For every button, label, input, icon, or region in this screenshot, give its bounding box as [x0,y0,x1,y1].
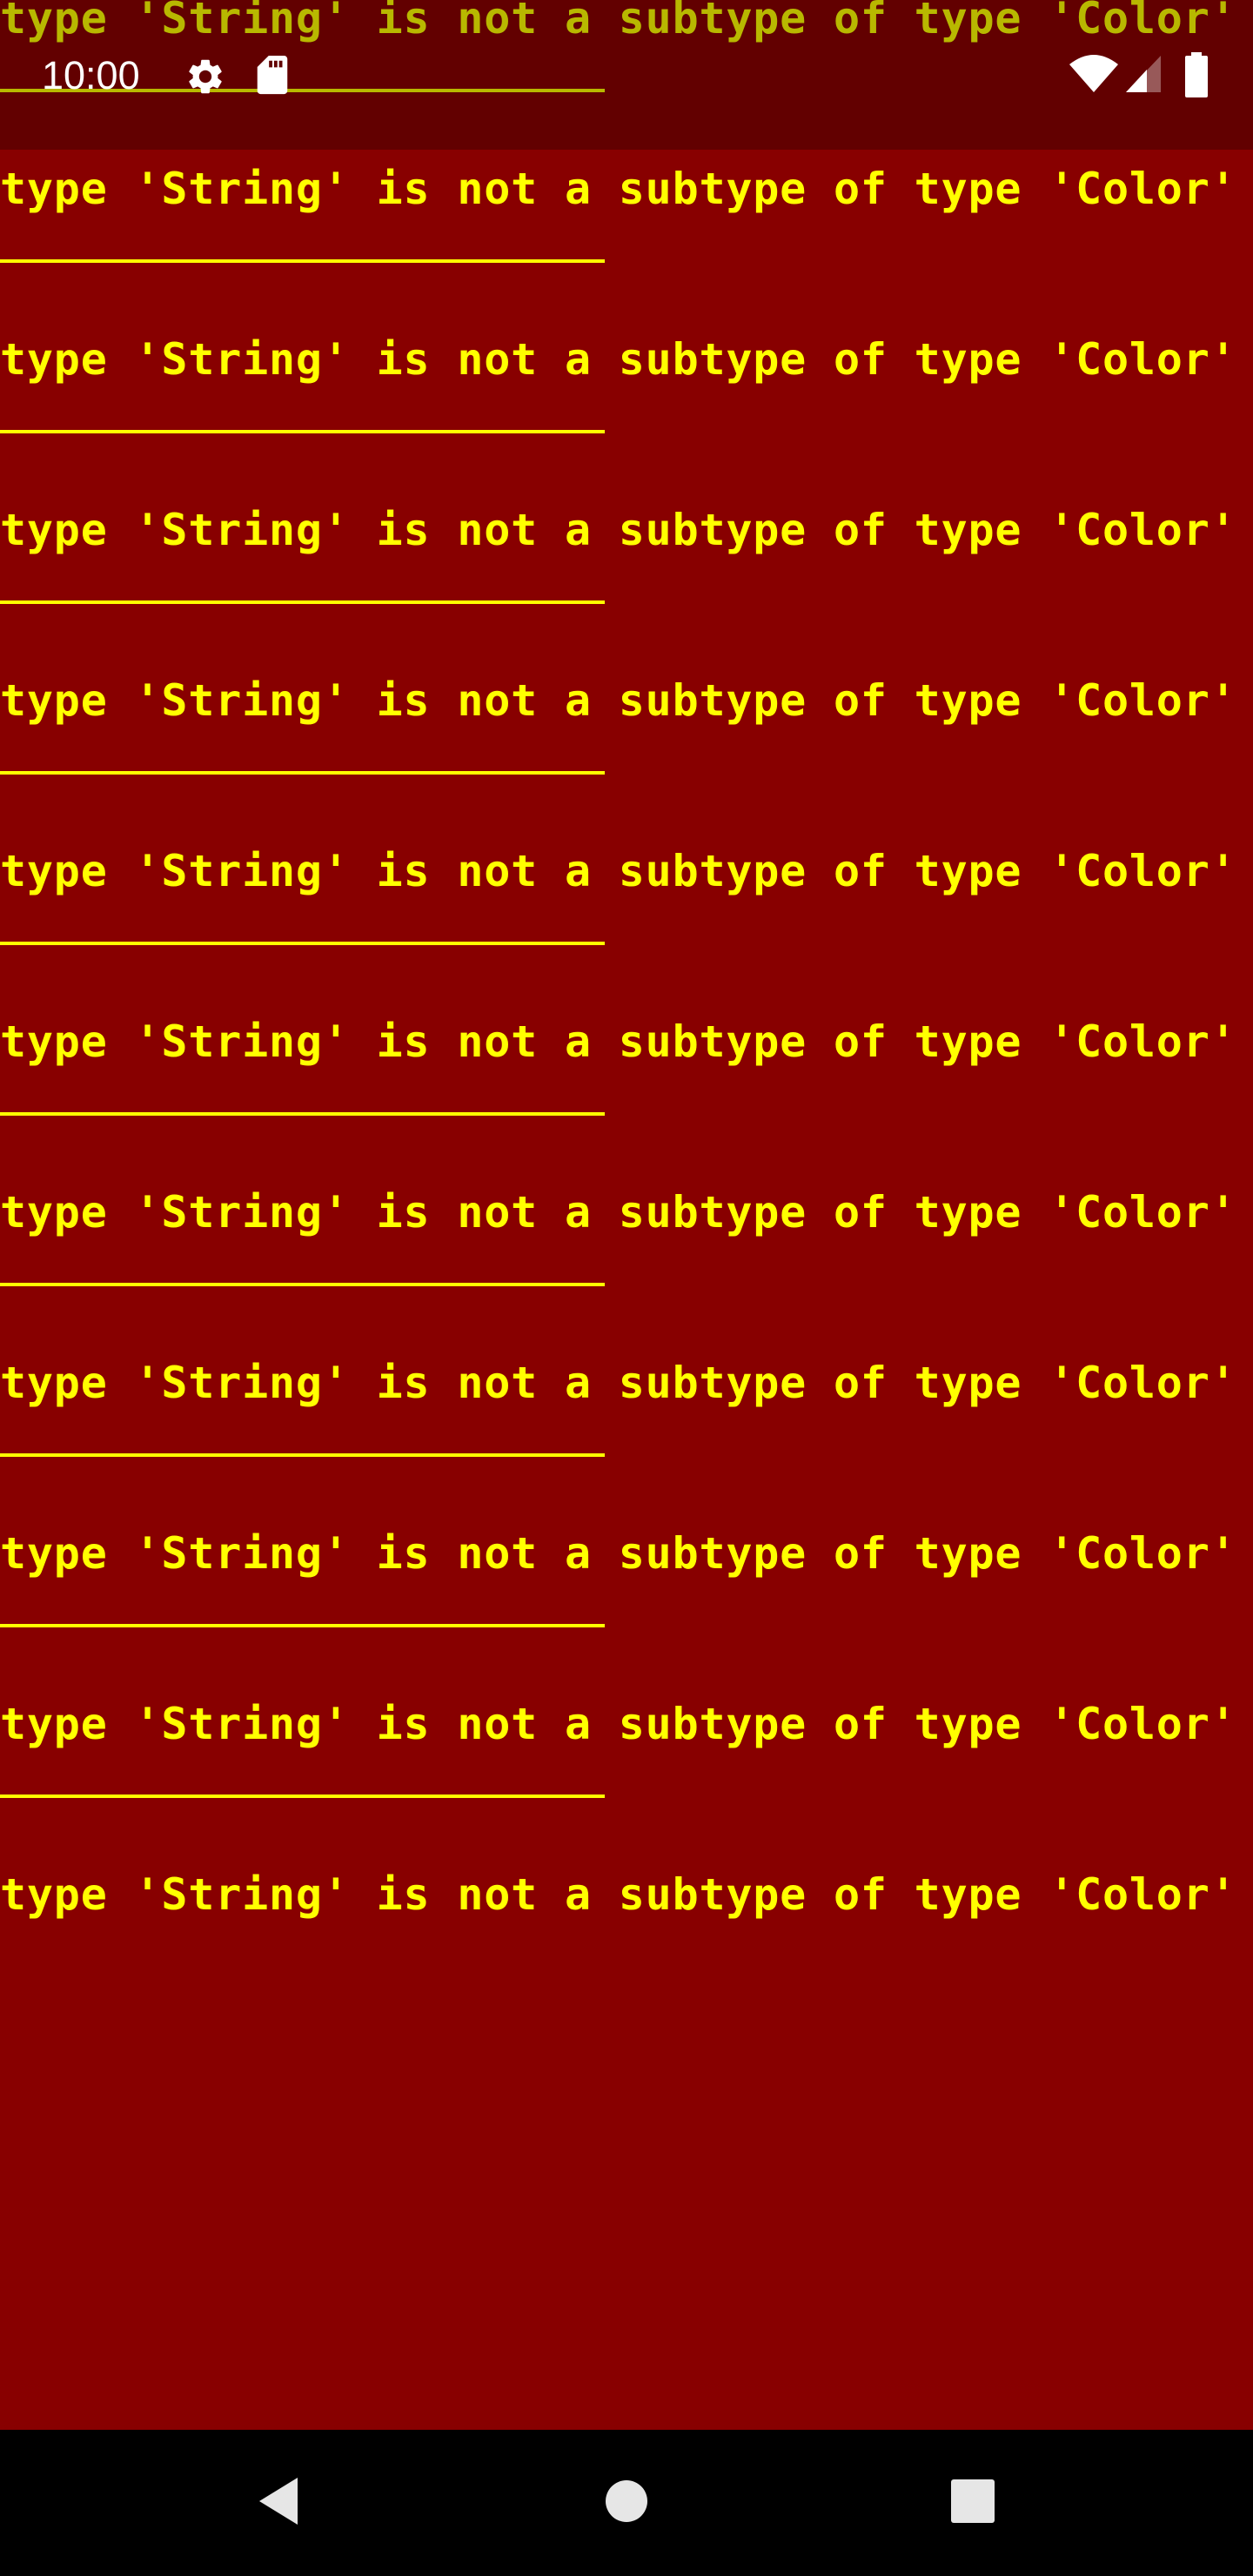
error-message: type 'String' is not a subtype of type '… [0,1187,1237,1238]
recents-button[interactable] [903,2430,1042,2576]
error-message: type 'String' is not a subtype of type '… [0,1699,1237,1749]
error-underline [0,1624,605,1627]
error-message: type 'String' is not a subtype of type '… [0,1016,1237,1067]
error-underline [0,430,605,433]
status-time: 10:00 [42,53,140,97]
wifi-icon [1069,54,1119,97]
error-message: type 'String' is not a subtype of type '… [0,0,1237,44]
error-message: type 'String' is not a subtype of type '… [0,675,1237,726]
error-message: type 'String' is not a subtype of type '… [0,505,1237,555]
home-button[interactable] [557,2430,696,2576]
battery-icon [1183,52,1209,101]
status-bar: 10:00 [0,0,1253,150]
error-underline [0,771,605,775]
error-message: type 'String' is not a subtype of type '… [0,1528,1237,1579]
back-button[interactable] [209,2430,348,2576]
error-underline [0,259,605,263]
sd-card-icon [252,54,292,101]
error-underline [0,1794,605,1798]
error-message: type 'String' is not a subtype of type '… [0,1358,1237,1408]
error-underline [0,1453,605,1457]
error-underline [0,942,605,945]
error-underline [0,1112,605,1116]
error-message: type 'String' is not a subtype of type '… [0,164,1237,214]
error-message: type 'String' is not a subtype of type '… [0,1869,1237,1920]
recents-icon [950,2479,995,2527]
gear-icon [184,56,226,101]
error-underline [0,1283,605,1286]
back-icon [254,2474,303,2532]
home-icon [605,2479,648,2526]
error-underline [0,600,605,604]
error-underline [0,89,605,92]
navigation-bar [0,2430,1253,2576]
error-message: type 'String' is not a subtype of type '… [0,846,1237,896]
cell-signal-icon [1124,54,1163,97]
error-screen: type 'String' is not a subtype of type '… [0,0,1237,1920]
error-message: type 'String' is not a subtype of type '… [0,334,1237,385]
